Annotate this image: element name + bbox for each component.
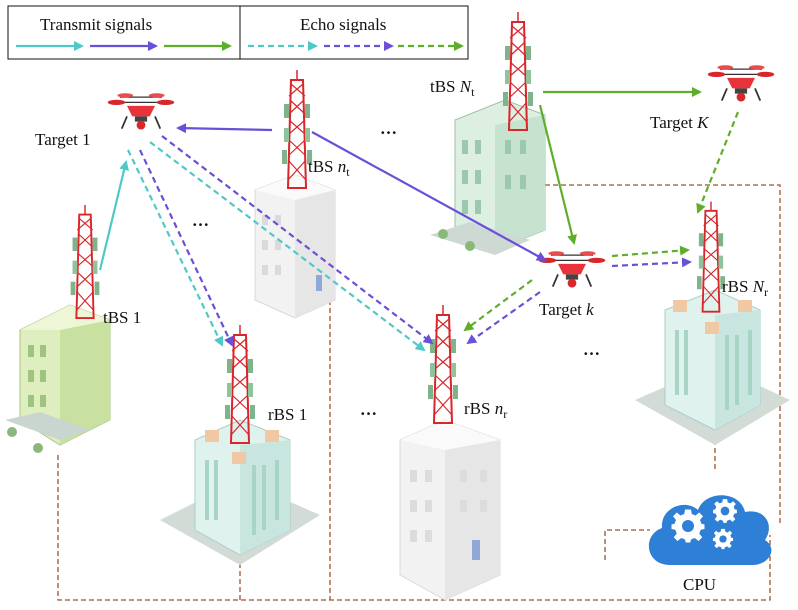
echo-signals [127,111,740,352]
echo-target1-rbsnr-purple [161,135,434,345]
label-tbsnt-var: n [338,157,347,176]
legend-echo-title: Echo signals [300,15,386,34]
legend: Transmit signals Echo signals [7,5,469,60]
transmit-signals [98,87,702,271]
label-rbsNr-sub: r [764,285,768,299]
echo-targetk-rbsNr-green [611,245,690,258]
label-tbs1: tBS 1 [103,308,141,327]
echo-target1-rbsnr-cyan [149,141,426,352]
building-tbs1 [5,304,111,453]
transmit-tbsNt-targetk [538,104,577,245]
gear-icon-small-top [713,499,737,523]
transmit-tbsnt-targetk [311,131,547,261]
legend-transmit-title: Transmit signals [40,15,152,34]
echo-targetk-rbsnr-purple [466,291,541,345]
label-rbsNr: rBS Nr [722,277,768,299]
ellipsis-bottom: … [360,400,377,419]
gear-icon-large [671,509,705,543]
label-targetK-var: K [696,113,710,132]
label-tbsnt: tBS nt [308,157,350,179]
drone-target1 [106,92,176,131]
building-rbsnr [399,419,501,601]
gear-icon-small-bottom [712,528,734,550]
label-tbsNt: tBS Nt [430,77,475,99]
building-tbsnt [254,174,336,319]
label-targetk-var: k [586,300,594,319]
label-rbs1: rBS 1 [268,405,307,424]
echo-target1-rbs1-purple [139,149,234,347]
label-tbsNt-sub: t [471,85,475,99]
transmit-tbsnt-target1 [176,123,273,134]
transmit-tbs1-target1 [98,160,129,271]
echo-target1-rbs1-cyan [127,149,224,347]
label-tbsNt-var: N [459,77,473,96]
tower-tbs1 [70,205,100,320]
echo-targetk-rbsnr-green [463,279,533,332]
tower-rbsnr [428,303,458,425]
label-rbsnr: rBS nr [464,399,507,421]
label-target1: Target 1 [35,130,91,149]
echo-targetk-rbsNr-purple [611,257,692,268]
building-tbsNt [430,99,546,255]
ellipsis-left: … [192,211,209,230]
label-targetK: Target K [650,113,710,132]
drone-targetK [706,64,776,103]
label-rbsNr-var: N [752,277,766,296]
ellipsis-right: … [583,340,600,359]
drone-targetk [537,250,607,289]
label-rbsnr-sub: r [503,407,507,421]
label-cpu: CPU [683,575,716,594]
cpu-cloud: CPU [648,495,772,594]
label-targetk: Target k [539,300,594,319]
echo-targetK-rbsNr-green [696,111,740,214]
building-rbs1 [160,419,320,565]
label-tbsnt-sub: t [346,165,350,179]
ellipsis-top: … [380,119,397,138]
label-rbsnr-var: n [495,399,504,418]
building-rbsNr [635,289,790,445]
